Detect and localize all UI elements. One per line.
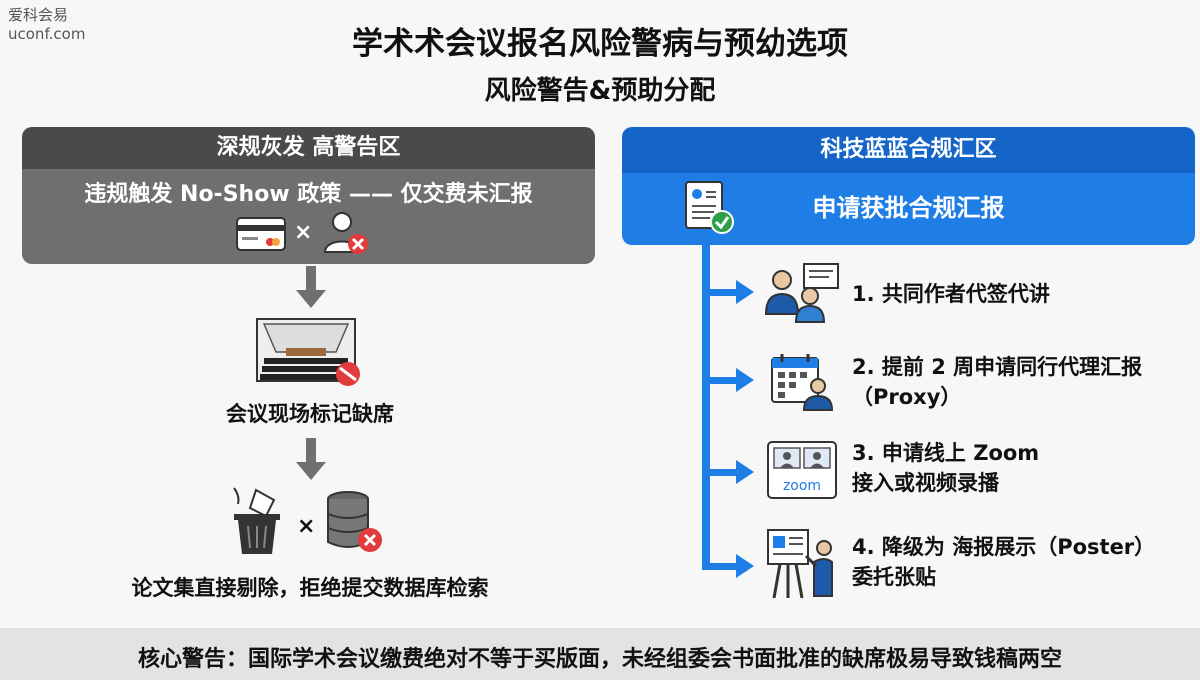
option-2-line1: 2. 提前 2 周申请同行代理汇报	[852, 355, 1143, 379]
poster-board-icon	[767, 529, 833, 599]
footer-warning: 核心警告：国际学术会议缴费绝对不等于买版面，未经组委会书面批准的缺席极易导致钱稿…	[137, 647, 1062, 672]
down-arrow-2	[296, 438, 326, 480]
left-panel-heading: 深规灰发 高警告区	[22, 127, 595, 169]
zoom-logo-text: zoom	[783, 478, 821, 494]
branch-trunk	[702, 245, 710, 570]
speaker-icon	[764, 263, 839, 323]
branch-line-3	[706, 469, 740, 476]
right-panel-subheading: 申请获批合规汇报	[812, 194, 1005, 222]
down-arrow-1	[296, 266, 326, 308]
option-1: 1. 共同作者代签代讲	[852, 279, 1182, 309]
right-panel-heading: 科技蓝蓝合规汇区	[622, 127, 1195, 173]
times-symbol-1: ×	[294, 220, 313, 245]
option-2: 2. 提前 2 周申请同行代理汇报 （Proxy）	[852, 352, 1192, 412]
branch-arrowhead-1	[736, 280, 754, 304]
option-3: 3. 申请线上 Zoom 接入或视频录播	[852, 438, 1192, 498]
page-subtitle: 风险警告&预助分配	[484, 76, 716, 106]
database-cancel-icon	[327, 491, 382, 552]
branch-arrowhead-4	[736, 554, 754, 578]
option-4-line2: 委托张贴	[852, 565, 936, 589]
trash-icon	[233, 487, 280, 554]
watermark-line2: uconf.com	[8, 25, 86, 43]
branch-line-4	[706, 563, 740, 570]
watermark-line1: 爱科会易	[8, 6, 69, 24]
option-3-line2: 接入或视频录播	[852, 471, 999, 495]
option-2-line2: （Proxy）	[852, 385, 962, 409]
watermark: 爱科会易 uconf.com	[8, 6, 85, 44]
left-panel-body	[22, 169, 595, 264]
branch-line-2	[706, 377, 740, 384]
footer-bar	[0, 628, 1200, 680]
branch-arrowhead-2	[736, 368, 754, 392]
option-4: 4. 降级为 海报展示（Poster） 委托张贴	[852, 532, 1192, 592]
credit-card-icon	[236, 217, 286, 251]
step2-label: 论文集直接剔除，拒绝提交数据库检索	[131, 576, 489, 600]
branch-arrowhead-3	[736, 460, 754, 484]
user-cancel-icon	[323, 212, 368, 254]
left-panel-policy: 违规触发 No-Show 政策 —— 仅交费未汇报	[84, 182, 533, 207]
option-3-line1: 3. 申请线上 Zoom	[852, 441, 1040, 465]
option-4-line1: 4. 降级为 海报展示（Poster）	[852, 535, 1156, 559]
zoom-call-icon: zoom	[767, 441, 837, 499]
page-title: 学术术会议报名风险警病与预幼选项	[352, 26, 848, 62]
step1-label: 会议现场标记缺席	[226, 402, 394, 426]
calendar-user-icon	[771, 354, 834, 411]
times-symbol-2: ×	[297, 514, 316, 539]
option-1-line1: 1. 共同作者代签代讲	[852, 282, 1050, 306]
auditorium-icon	[256, 318, 360, 386]
document-check-icon	[685, 181, 734, 234]
branch-line-1	[706, 289, 740, 296]
